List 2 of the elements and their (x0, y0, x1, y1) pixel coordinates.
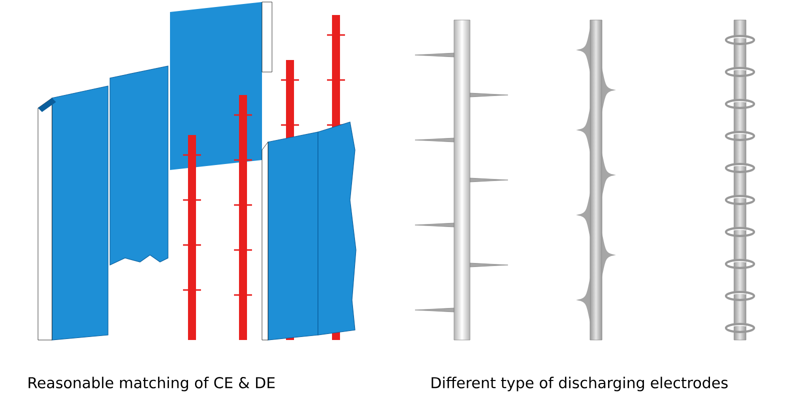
caption: Different type of discharging electrodes (432, 376, 728, 392)
caption: Reasonable matching of CE & DE (28, 376, 275, 392)
